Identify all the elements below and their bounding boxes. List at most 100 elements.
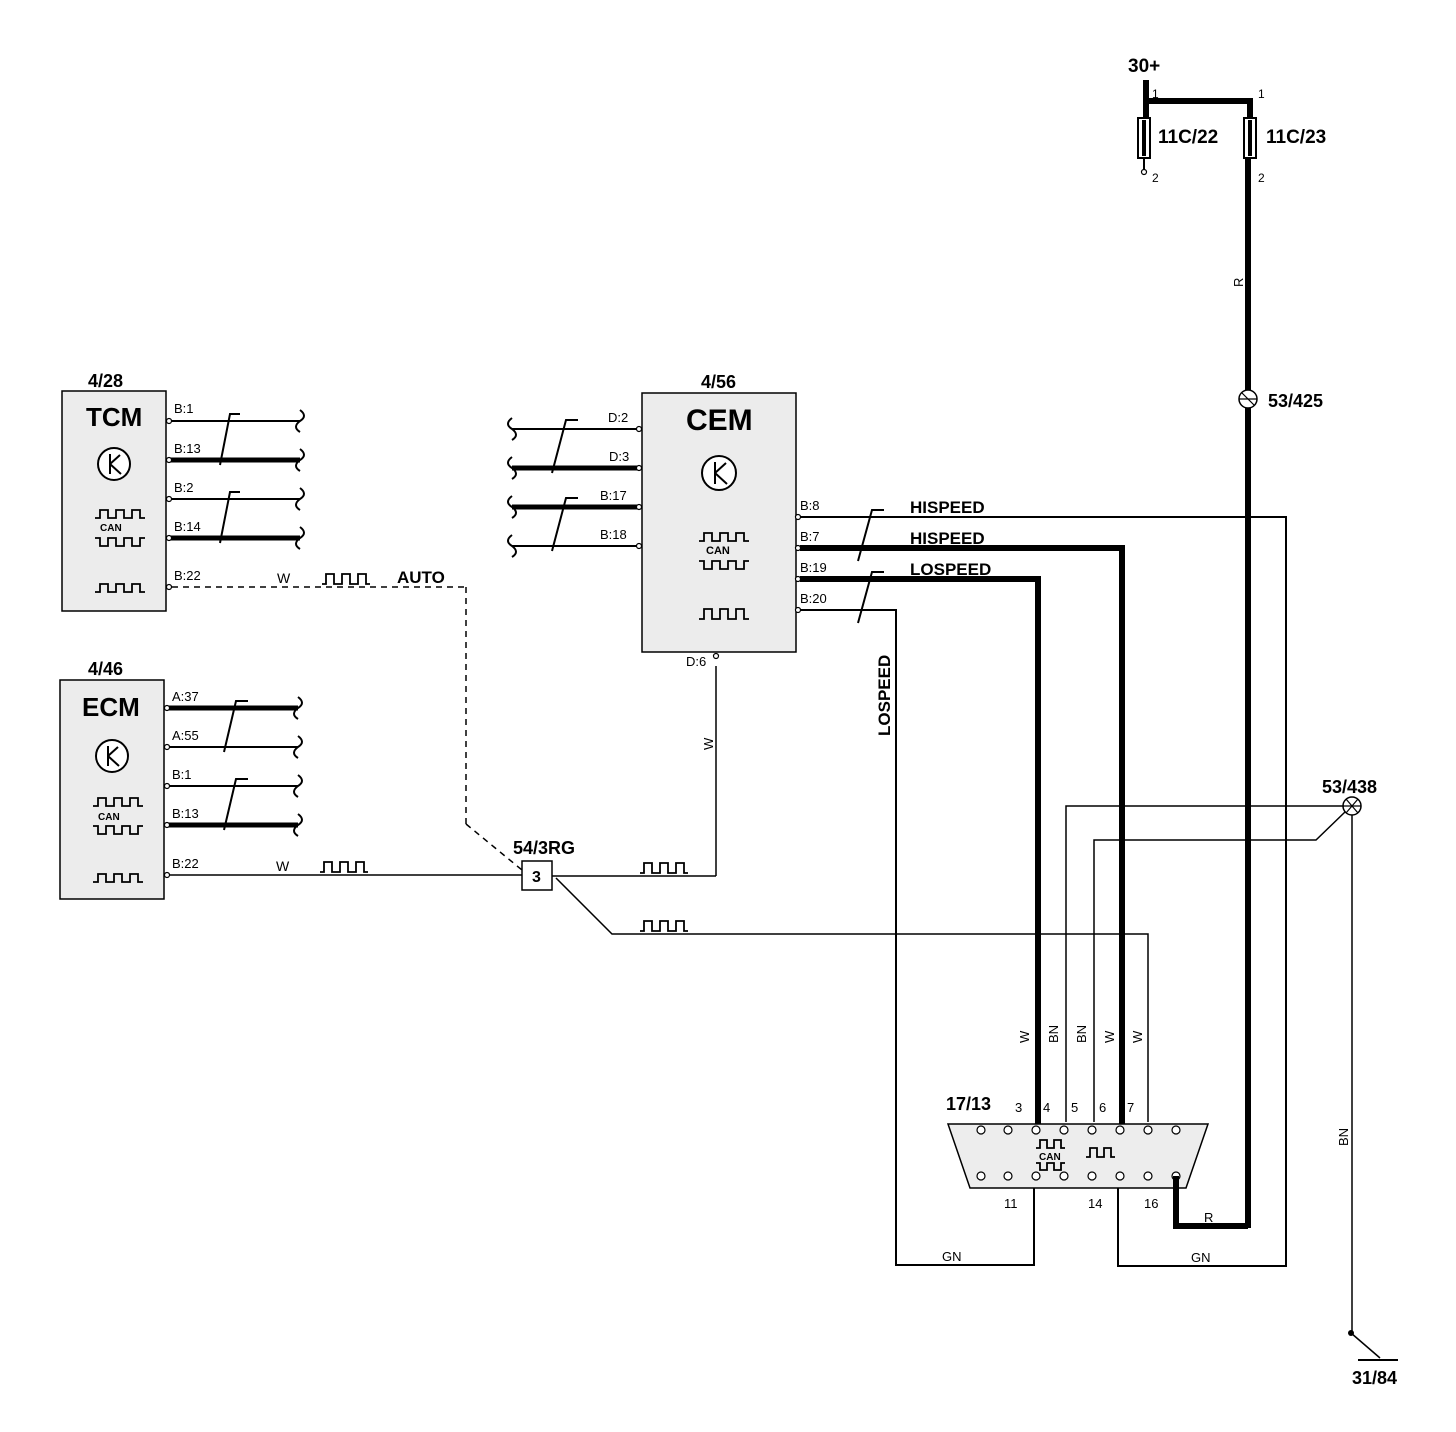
ecm-can-label: CAN: [98, 812, 120, 823]
auto-signal-wire: W AUTO: [172, 568, 523, 871]
cem-can-low-icon: [699, 560, 749, 570]
cem-pin-b17: B:17: [600, 488, 627, 503]
cem-link-signal-icon: [640, 862, 688, 874]
tcm-module: 4/28 TCM CAN B:1 B:13 B:2 B:14 B:22: [61, 371, 305, 612]
dlc-pin-16: 16: [1144, 1196, 1158, 1211]
splice-438: 53/438 BN 31/84: [1065, 777, 1398, 1388]
dlc-can-low-icon: [1036, 1162, 1065, 1171]
tcm-box: [61, 390, 167, 612]
auto-wire-color: W: [277, 570, 291, 586]
fuse-a-pin1: 1: [1152, 87, 1159, 101]
auto-signal-icon: [322, 573, 370, 585]
connector-54-box: [521, 860, 553, 891]
tcm-pin-b1: B:1: [174, 401, 194, 416]
supply-label: 30+: [1128, 56, 1160, 77]
ecm-can-high-icon: [93, 797, 143, 807]
cem-pin-b18: B:18: [600, 527, 627, 542]
cem-pin-d6: D:6: [686, 654, 706, 669]
cem-pin-b20: B:20: [800, 591, 827, 606]
dlc-can-high-icon: [1036, 1139, 1065, 1149]
ecm-pin-b13: B:13: [172, 806, 199, 821]
dlc-body: [946, 1123, 1210, 1189]
tcm-can-high-icon: [95, 509, 145, 519]
tcm-pin-b2: B:2: [174, 480, 194, 495]
fuse-b-pin1: 1: [1258, 87, 1265, 101]
dlc-can-label: CAN: [1039, 1152, 1061, 1163]
dlc-wire-w-4: W: [1017, 1030, 1032, 1043]
connector-54-3rg: 54/3RG 3 W: [513, 666, 1149, 1122]
dlc-pin16-wire-color: R: [1204, 1210, 1213, 1225]
fuse-a-pin2: 2: [1152, 171, 1159, 185]
dlc-wire-w-7: W: [1130, 1030, 1145, 1043]
ground-wire-color: BN: [1336, 1128, 1351, 1146]
signal-lospeed-1: LOSPEED: [910, 560, 991, 579]
cem-box: [641, 392, 797, 653]
tcm-pin-b13: B:13: [174, 441, 201, 456]
ecm-ref: 4/46: [88, 659, 123, 679]
cem-title: CEM: [686, 404, 753, 437]
tcm-can-low-icon: [95, 537, 145, 547]
signal-lospeed-vertical: LOSPEED: [875, 655, 894, 736]
ecm-pin-b1: B:1: [172, 767, 192, 782]
ecm-pin-a55: A:55: [172, 728, 199, 743]
signal-hispeed-1: HISPEED: [910, 498, 985, 517]
dlc-pin-4: 4: [1043, 1100, 1050, 1115]
dlc-pin-3: 3: [1015, 1100, 1022, 1115]
ecm-wire-color: W: [276, 858, 290, 874]
cem-pin-b8: B:8: [800, 498, 820, 513]
auto-label: AUTO: [397, 568, 445, 587]
cem-pin-d3: D:3: [609, 449, 629, 464]
ecm-title: ECM: [82, 692, 140, 722]
dlc-ref: 17/13: [946, 1094, 991, 1114]
splice-425-label: 53/425: [1268, 391, 1323, 411]
dlc-wire-bn-5: BN: [1046, 1025, 1061, 1043]
gn-wire-color-right: GN: [1191, 1250, 1211, 1265]
wire-color-r-vertical: R: [1231, 278, 1246, 287]
tcm-transistor-icon: [97, 447, 131, 481]
cem-output-wires: GN GN HISPEED HISPEED LOSPEED LOSPEED: [800, 498, 1287, 1267]
dlc-pin-7: 7: [1127, 1100, 1134, 1115]
cem-can-label: CAN: [706, 545, 730, 557]
cem-pin-d2: D:2: [608, 410, 628, 425]
dlc-signal-icon: [1086, 1147, 1115, 1158]
dlc-pin-5: 5: [1071, 1100, 1078, 1115]
ecm-transistor-icon: [95, 739, 129, 773]
power-supply: 30+ 1 1 2 11C/22 11C/23 2 R 53/425: [1128, 56, 1326, 1228]
dlc-pin-14: 14: [1088, 1196, 1102, 1211]
dlc-wire-w-6: W: [1102, 1030, 1117, 1043]
cem-can-high-icon: [699, 532, 749, 542]
ecm-module: 4/46 ECM CAN A:37 A:55 B:1 B:13 B:22: [59, 659, 522, 900]
cem-ref: 4/56: [701, 372, 736, 392]
cem-signal-icon: [699, 608, 749, 620]
dlc-wire-bn-6: BN: [1074, 1025, 1089, 1043]
cem-link-wire-color: W: [701, 737, 716, 750]
tcm-can-label: CAN: [100, 523, 122, 534]
ecm-signal-wire-icon: [320, 861, 368, 873]
dlc-top-pin-row: [976, 1125, 1181, 1135]
fuse-b-label: 11C/23: [1266, 127, 1326, 148]
dlc-link-signal-icon: [640, 920, 688, 932]
signal-hispeed-2: HISPEED: [910, 529, 985, 548]
ecm-box: [59, 679, 165, 900]
connector-54-pin: 3: [532, 869, 541, 886]
cem-transistor-icon: [701, 455, 737, 491]
gn-wire-color-left: GN: [942, 1249, 962, 1264]
ground-label: 31/84: [1352, 1368, 1397, 1388]
connector-54-label: 54/3RG: [513, 838, 575, 858]
cem-module: 4/56 CEM CAN D:2 D:3 B:17 B:18 B:8 B:7: [507, 372, 827, 669]
tcm-ref: 4/28: [88, 371, 123, 391]
tcm-pin-b14: B:14: [174, 519, 201, 534]
dlc-connector: 17/13 W BN BN W W 3 4 5 6 7: [946, 1025, 1248, 1229]
ecm-can-low-icon: [93, 825, 143, 835]
tcm-title: TCM: [86, 402, 142, 432]
tcm-pin-b22: B:22: [174, 568, 201, 583]
ecm-pin-a37: A:37: [172, 689, 199, 704]
fuse-b-pin2: 2: [1258, 171, 1265, 185]
dlc-pin-11: 11: [1004, 1196, 1018, 1211]
fuse-a-label: 11C/22: [1158, 127, 1218, 148]
cem-pin-b19: B:19: [800, 560, 827, 575]
tcm-signal-icon: [95, 583, 145, 593]
dlc-pin-6: 6: [1099, 1100, 1106, 1115]
ecm-signal-icon: [93, 873, 143, 883]
